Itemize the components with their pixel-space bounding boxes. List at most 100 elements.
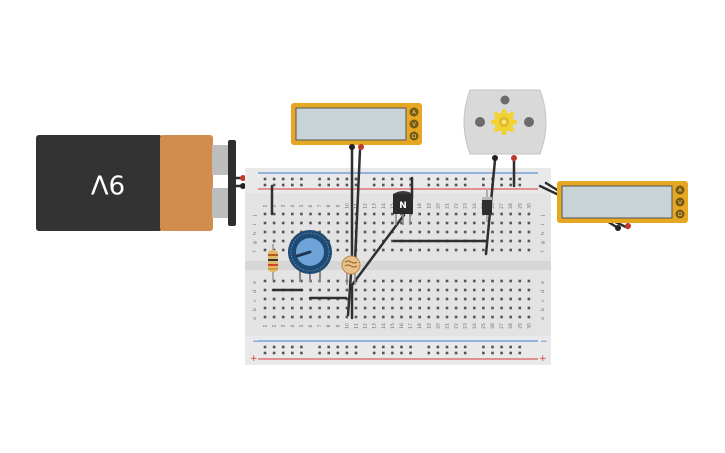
breadboard-hole[interactable] [318, 306, 321, 310]
multimeter-right[interactable]: A V Ω [557, 181, 688, 231]
breadboard-hole[interactable] [463, 315, 467, 319]
breadboard-hole[interactable] [436, 279, 440, 283]
breadboard-hole[interactable] [281, 212, 285, 216]
breadboard-hole[interactable] [409, 248, 412, 252]
breadboard-hole[interactable] [372, 315, 376, 319]
breadboard-hole[interactable] [327, 183, 330, 187]
breadboard-hole[interactable] [436, 345, 440, 349]
breadboard-hole[interactable] [418, 297, 421, 301]
breadboard-hole[interactable] [327, 221, 330, 225]
breadboard-hole[interactable] [500, 345, 503, 349]
breadboard-hole[interactable] [382, 297, 385, 301]
breadboard-hole[interactable] [445, 306, 449, 310]
breadboard-hole[interactable] [518, 306, 522, 310]
breadboard-hole[interactable] [363, 212, 367, 216]
breadboard-hole[interactable] [327, 315, 330, 319]
breadboard-hole[interactable] [527, 297, 531, 301]
breadboard-hole[interactable] [400, 177, 403, 181]
breadboard-hole[interactable] [454, 183, 458, 187]
diode[interactable] [482, 190, 492, 222]
breadboard-hole[interactable] [345, 230, 349, 234]
breadboard-hole[interactable] [345, 297, 349, 301]
breadboard-hole[interactable] [518, 315, 522, 319]
breadboard-hole[interactable] [363, 230, 367, 234]
breadboard-hole[interactable] [318, 288, 321, 292]
breadboard-hole[interactable] [372, 183, 376, 187]
breadboard-hole[interactable] [473, 288, 476, 292]
breadboard-hole[interactable] [463, 351, 467, 355]
breadboard-hole[interactable] [382, 248, 385, 252]
breadboard-hole[interactable] [473, 212, 476, 216]
breadboard-hole[interactable] [372, 288, 376, 292]
breadboard-hole[interactable] [363, 297, 367, 301]
breadboard-hole[interactable] [509, 230, 512, 234]
breadboard-hole[interactable] [509, 239, 512, 243]
breadboard-hole[interactable] [400, 279, 403, 283]
breadboard-hole[interactable] [400, 288, 403, 292]
breadboard-hole[interactable] [372, 248, 376, 252]
breadboard-hole[interactable] [354, 183, 358, 187]
breadboard-hole[interactable] [436, 351, 440, 355]
breadboard-hole[interactable] [300, 183, 303, 187]
breadboard-hole[interactable] [436, 230, 440, 234]
breadboard-hole[interactable] [336, 183, 340, 187]
breadboard-hole[interactable] [454, 288, 458, 292]
breadboard-hole[interactable] [427, 279, 431, 283]
breadboard-hole[interactable] [281, 230, 285, 234]
breadboard-hole[interactable] [281, 351, 285, 355]
breadboard-hole[interactable] [491, 297, 494, 301]
breadboard-hole[interactable] [463, 221, 467, 225]
breadboard-hole[interactable] [409, 345, 412, 349]
breadboard-hole[interactable] [463, 345, 467, 349]
breadboard-hole[interactable] [272, 248, 276, 252]
breadboard-hole[interactable] [382, 351, 385, 355]
breadboard-hole[interactable] [509, 306, 512, 310]
breadboard-hole[interactable] [263, 177, 267, 181]
breadboard-hole[interactable] [463, 279, 467, 283]
breadboard-hole[interactable] [354, 306, 358, 310]
breadboard-hole[interactable] [354, 288, 358, 292]
breadboard-hole[interactable] [418, 248, 421, 252]
breadboard-hole[interactable] [327, 279, 330, 283]
breadboard-hole[interactable] [382, 345, 385, 349]
breadboard-hole[interactable] [454, 315, 458, 319]
breadboard-hole[interactable] [445, 315, 449, 319]
breadboard-hole[interactable] [372, 239, 376, 243]
breadboard-hole[interactable] [336, 230, 340, 234]
breadboard-hole[interactable] [500, 351, 503, 355]
breadboard-hole[interactable] [336, 279, 340, 283]
breadboard-hole[interactable] [463, 288, 467, 292]
breadboard-hole[interactable] [318, 345, 321, 349]
breadboard-hole[interactable] [291, 177, 294, 181]
breadboard-hole[interactable] [491, 306, 494, 310]
transistor-npn[interactable]: N [393, 191, 413, 225]
breadboard-hole[interactable] [309, 212, 312, 216]
breadboard-hole[interactable] [372, 212, 376, 216]
breadboard-hole[interactable] [309, 288, 312, 292]
breadboard-hole[interactable] [445, 345, 449, 349]
breadboard-hole[interactable] [409, 351, 412, 355]
breadboard-hole[interactable] [281, 297, 285, 301]
breadboard-hole[interactable] [518, 345, 522, 349]
breadboard-hole[interactable] [463, 230, 467, 234]
breadboard-hole[interactable] [336, 221, 340, 225]
breadboard-hole[interactable] [391, 288, 394, 292]
breadboard-hole[interactable] [482, 279, 485, 283]
breadboard-hole[interactable] [382, 306, 385, 310]
breadboard-hole[interactable] [281, 345, 285, 349]
breadboard-hole[interactable] [309, 221, 312, 225]
breadboard-hole[interactable] [500, 221, 503, 225]
breadboard-hole[interactable] [509, 288, 512, 292]
breadboard-hole[interactable] [318, 230, 321, 234]
breadboard-hole[interactable] [372, 230, 376, 234]
breadboard-hole[interactable] [527, 239, 531, 243]
breadboard-hole[interactable] [281, 177, 285, 181]
breadboard-hole[interactable] [409, 288, 412, 292]
breadboard-hole[interactable] [473, 279, 476, 283]
breadboard-hole[interactable] [518, 288, 522, 292]
breadboard-hole[interactable] [263, 221, 267, 225]
breadboard-hole[interactable] [281, 248, 285, 252]
breadboard-hole[interactable] [518, 183, 522, 187]
breadboard-hole[interactable] [281, 306, 285, 310]
breadboard-hole[interactable] [291, 315, 294, 319]
